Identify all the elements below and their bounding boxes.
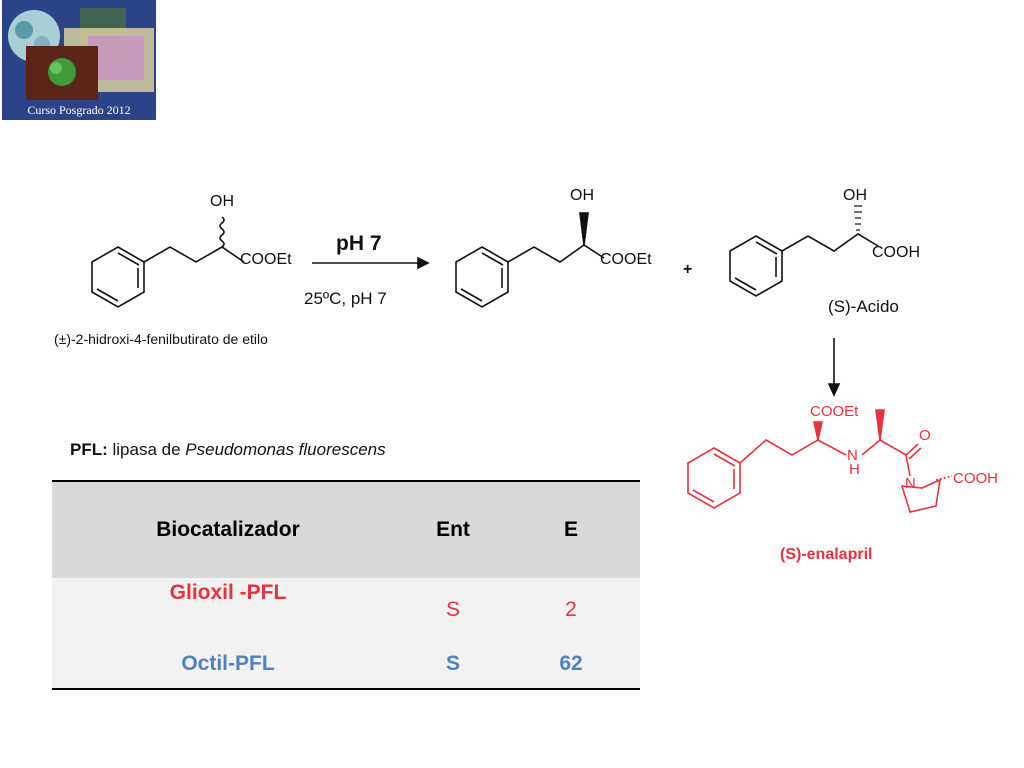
header-ent: Ent [436,518,470,541]
row-1-ent: S [445,598,460,621]
plus-sign: + [683,261,692,278]
header-e: E [563,518,578,541]
substrate-chain [143,246,245,263]
acid-oh-label: OH [843,187,867,204]
row-1-name: Glioxil -PFL [169,581,287,604]
ester-wedge-bond [579,212,589,246]
substrate-oh-label: OH [210,193,234,210]
enalapril-nh-n-label: N [847,447,858,464]
row-2-name: Octil-PFL [181,652,275,675]
ester-chain [507,244,605,263]
ester-cooet-label: COOEt [600,251,652,268]
row-2-ent: S [445,652,460,675]
enalapril-name-label: (S)-enalapril [780,546,872,563]
enalapril-n-label: N [905,475,916,492]
acid-hash-bond [854,205,862,231]
ester-oh-label: OH [570,187,594,204]
substrate-name-label: (±)-2-hidroxi-4-fenilbutirato de etilo [54,331,268,347]
pfl-text: lipasa de [107,440,186,459]
enalapril-nh-h-label: H [849,461,860,478]
substrate-wavy-bond [219,216,225,248]
enalapril-o-label: O [919,427,931,444]
header-biocatalizador: Biocatalizador [156,518,300,541]
table-body: Glioxil -PFL S 2 Octil-PFL S 62 [52,578,640,690]
biocatalyst-table: Biocatalizador Ent E Glioxil -PFL S 2 Oc… [52,480,640,690]
enalapril-cooet-label: COOEt [810,403,859,420]
pfl-abbrev: PFL: [70,440,108,459]
row-1-e: 2 [565,598,577,621]
arrow-bottom-label: 25ºC, pH 7 [304,289,387,308]
arrow-top-label: pH 7 [336,232,382,255]
enalapril-chain [739,439,847,464]
row-2-e: 62 [559,652,583,675]
pfl-definition: PFL: lipasa de Pseudomonas fluorescens [70,440,386,460]
acid-cooh-label: COOH [872,244,920,261]
course-logo: Curso Posgrado 2012 [2,0,156,120]
table-header-row: Biocatalizador Ent E [52,480,640,580]
substrate-benzene-ring [91,246,145,308]
acid-benzene-ring [729,235,783,297]
logo-collage-image [2,0,156,120]
acid-name-label: (S)-Acido [828,297,899,316]
enalapril-structure [687,409,953,513]
logo-caption: Curso Posgrado 2012 [27,103,131,117]
pfl-species: Pseudomonas fluorescens [185,440,386,459]
enalapril-benzene-ring [687,447,741,509]
ester-benzene-ring [455,246,509,308]
substrate-cooet-label: COOEt [240,251,292,268]
acid-chain [781,233,879,252]
enalapril-cooh-label: COOH [953,470,998,487]
